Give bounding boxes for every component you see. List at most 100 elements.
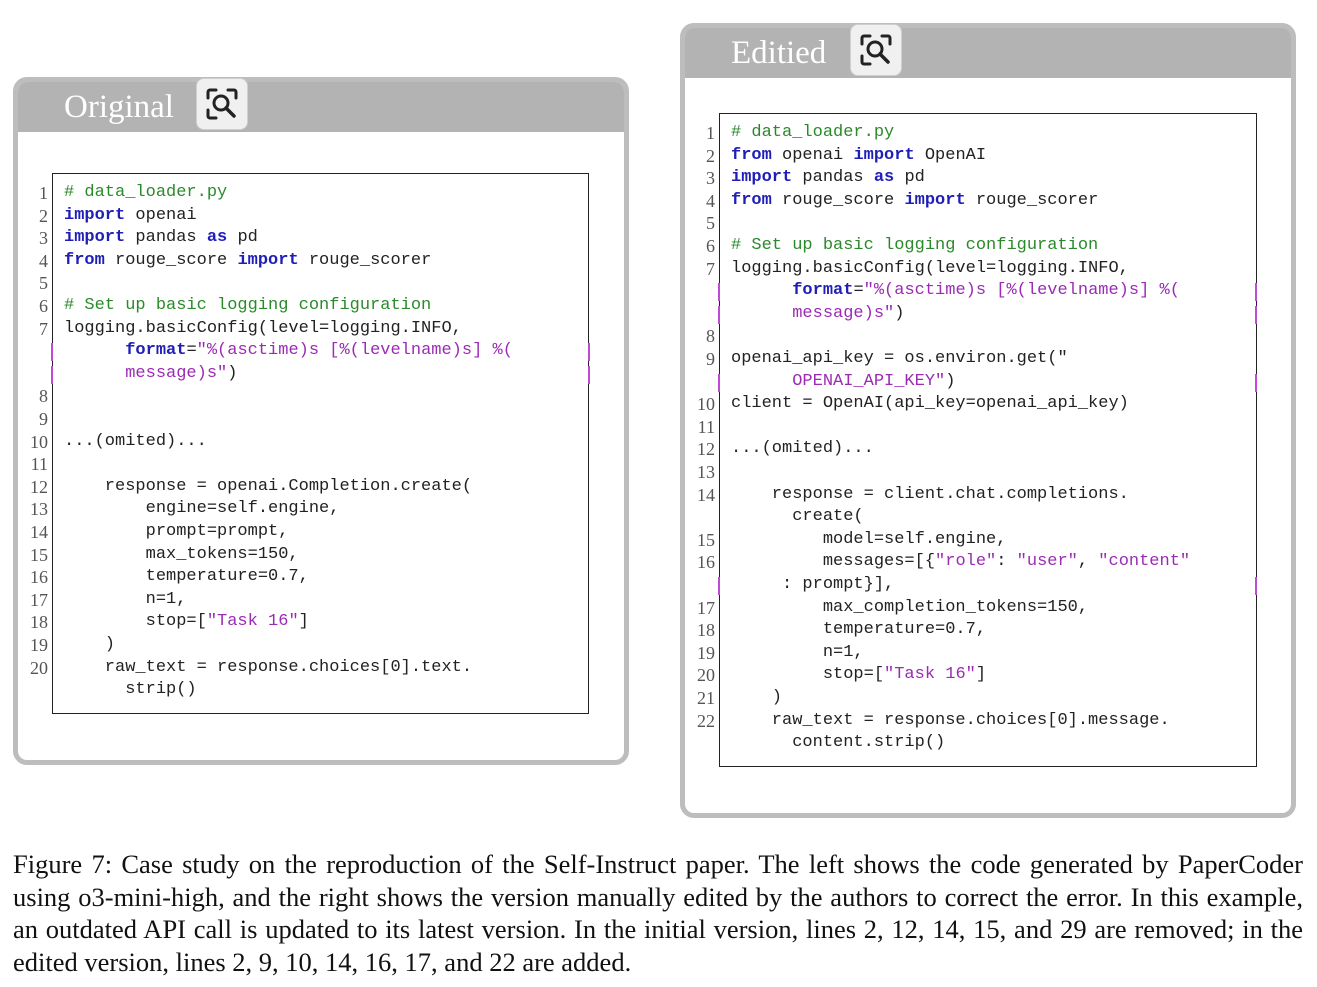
code-text: # data_loader.py bbox=[731, 122, 894, 144]
code-token: client = OpenAI(api_key=openai_api_key) bbox=[731, 394, 1129, 414]
code-text: n=1, bbox=[731, 642, 864, 664]
code-text: import pandas as pd bbox=[64, 227, 258, 249]
string-token: "Task 16" bbox=[206, 612, 299, 632]
wrap-marker bbox=[51, 343, 53, 362]
line-number: 11 bbox=[697, 416, 715, 437]
keyword-token: import bbox=[904, 190, 966, 210]
line-number: 13 bbox=[30, 499, 48, 520]
keyword-token: import bbox=[853, 145, 915, 165]
code-text: : prompt}], bbox=[731, 574, 894, 596]
code-text: temperature=0.7, bbox=[731, 619, 986, 641]
original-zoom-button[interactable] bbox=[196, 78, 248, 130]
string-token: "%(asctime)s [%(levelname)s] %( bbox=[863, 281, 1180, 301]
line-number: 16 bbox=[697, 552, 715, 573]
code-token: ] bbox=[975, 665, 987, 685]
line-number: 4 bbox=[39, 250, 48, 271]
keyword-token: import bbox=[64, 228, 126, 248]
code-text: model=self.engine, bbox=[731, 529, 1007, 551]
code-text: openai_api_key = os.environ.get(" bbox=[731, 348, 1068, 370]
code-token: create( bbox=[731, 507, 864, 527]
code-token: ) bbox=[945, 371, 956, 391]
code-text: raw_text = response.choices[0].text. bbox=[64, 657, 472, 679]
line-number: 3 bbox=[39, 228, 48, 249]
wrap-marker bbox=[1255, 373, 1257, 392]
code-text: format="%(asctime)s [%(levelname)s] %( bbox=[731, 280, 1180, 302]
line-number: 19 bbox=[697, 642, 715, 663]
line-number: 6 bbox=[706, 236, 715, 256]
line-number: 17 bbox=[697, 597, 715, 618]
code-text: OPENAI_API_KEY") bbox=[731, 371, 955, 393]
line-number: 17 bbox=[30, 589, 48, 610]
string-token: message)s" bbox=[125, 363, 228, 383]
code-token: stop=[ bbox=[64, 612, 207, 632]
code-text: strip() bbox=[64, 679, 196, 701]
code-text: format="%(asctime)s [%(levelname)s] %( bbox=[64, 340, 513, 362]
wrap-marker bbox=[588, 343, 590, 362]
edited-zoom-button[interactable] bbox=[850, 24, 902, 76]
line-number: 21 bbox=[697, 688, 715, 708]
code-text: engine=self.engine, bbox=[64, 498, 340, 520]
code-text: create( bbox=[731, 506, 864, 528]
wrap-marker bbox=[1255, 283, 1257, 302]
code-token: OpenAI bbox=[914, 145, 987, 165]
code-token: raw_text = response.choices[0].text. bbox=[64, 657, 473, 677]
string-token: "%(asctime)s [%(levelname)s] %( bbox=[196, 341, 513, 361]
code-token: openai_api_key = os.environ.get(" bbox=[731, 349, 1068, 368]
code-text: # Set up basic logging configuration bbox=[64, 295, 431, 317]
comment-token: # Set up basic logging configuration bbox=[731, 236, 1099, 255]
line-number: 16 bbox=[30, 567, 48, 588]
wrap-marker bbox=[718, 283, 720, 302]
code-token: rouge_score bbox=[771, 190, 905, 210]
line-number: 2 bbox=[706, 145, 715, 166]
code-token: content.strip() bbox=[731, 733, 946, 753]
line-number: 9 bbox=[39, 409, 48, 429]
code-text: client = OpenAI(api_key=openai_api_key) bbox=[731, 393, 1129, 415]
line-number: 8 bbox=[39, 386, 48, 407]
line-number: 14 bbox=[30, 522, 48, 542]
original-panel-title: Original bbox=[64, 89, 174, 125]
code-token: rouge_scorer bbox=[965, 190, 1099, 210]
code-text: ) bbox=[731, 687, 782, 709]
code-token: logging.basicConfig(level=logging.INFO, bbox=[64, 318, 462, 338]
code-text: ...(omited)... bbox=[731, 438, 874, 460]
line-number: 20 bbox=[30, 657, 48, 678]
code-text: import pandas as pd bbox=[731, 167, 925, 189]
code-token: openai bbox=[125, 205, 197, 225]
original-panel-header bbox=[18, 82, 624, 132]
code-token bbox=[731, 281, 792, 300]
code-token: openai bbox=[771, 145, 854, 165]
keyword-token: as bbox=[206, 228, 228, 248]
code-text: logging.basicConfig(level=logging.INFO, bbox=[64, 318, 462, 340]
code-text: raw_text = response.choices[0].message. bbox=[731, 710, 1170, 732]
line-number: 15 bbox=[697, 529, 715, 550]
code-text: content.strip() bbox=[731, 732, 945, 754]
comment-token: # Set up basic logging configuration bbox=[64, 296, 432, 315]
code-token bbox=[731, 372, 792, 391]
code-token: rouge_score bbox=[104, 250, 238, 270]
code-text: temperature=0.7, bbox=[64, 566, 309, 588]
wrap-marker bbox=[1255, 305, 1257, 324]
code-token: messages=[{ bbox=[731, 552, 936, 572]
code-token: ) bbox=[227, 363, 238, 383]
line-number: 1 bbox=[706, 123, 715, 143]
code-token: temperature=0.7, bbox=[64, 567, 309, 587]
zoom-magnifier-icon bbox=[206, 88, 238, 120]
code-token: pandas bbox=[792, 168, 874, 188]
line-number: 2 bbox=[39, 205, 48, 226]
code-token: : bbox=[996, 552, 1017, 572]
line-number: 10 bbox=[30, 431, 48, 452]
code-token: prompt=prompt, bbox=[64, 522, 289, 541]
keyword-token: format bbox=[125, 341, 187, 361]
code-token: logging.basicConfig(level=logging.INFO, bbox=[731, 258, 1129, 278]
line-number: 14 bbox=[697, 484, 715, 505]
line-number: 18 bbox=[30, 612, 48, 633]
code-text: max_completion_tokens=150, bbox=[731, 597, 1088, 619]
keyword-token: as bbox=[873, 168, 895, 188]
line-number: 3 bbox=[706, 168, 715, 189]
line-number: 9 bbox=[706, 349, 715, 369]
code-token: max_tokens=150, bbox=[64, 544, 299, 564]
code-token: = bbox=[186, 341, 197, 361]
code-text: import openai bbox=[64, 205, 197, 227]
code-text: # data_loader.py bbox=[64, 182, 227, 204]
code-text: response = client.chat.completions. bbox=[731, 484, 1129, 506]
